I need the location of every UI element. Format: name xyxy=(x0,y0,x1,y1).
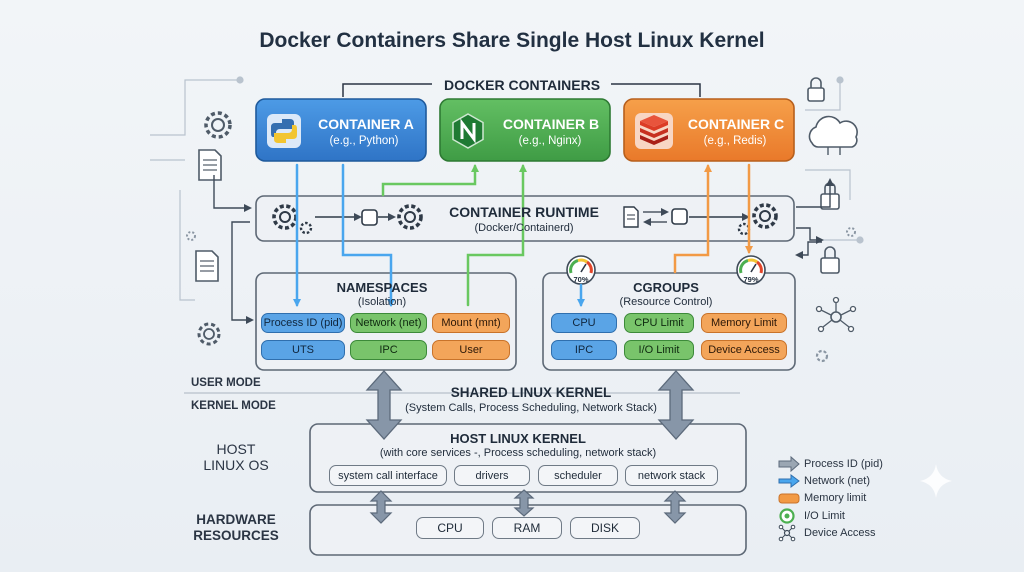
gear-icon xyxy=(299,221,313,235)
right-connector-lines xyxy=(795,178,834,259)
left-connector-lines xyxy=(213,175,254,324)
cgroups-title: CGROUPS xyxy=(633,280,699,295)
cgroup-memory-limit: Memory Limit xyxy=(701,313,787,333)
namespace-mnt: Mount (mnt) xyxy=(432,313,510,333)
green-circle-icon xyxy=(779,508,795,524)
host-os-label-line1: HOST xyxy=(216,441,256,457)
hardware-label-line1: HARDWARE xyxy=(196,512,276,527)
container-b-example: (e.g., Nginx) xyxy=(518,135,582,147)
hardware-label-line2: RESOURCES xyxy=(193,528,279,543)
legend-item-io: I/O Limit xyxy=(804,510,845,522)
hardware-disk: DISK xyxy=(570,517,640,539)
namespaces-subtitle: (Isolation) xyxy=(357,296,407,308)
flow-line-orange xyxy=(673,164,712,274)
namespace-net: Network (net) xyxy=(350,313,427,333)
lock-icon xyxy=(807,77,825,102)
page-title: Docker Containers Share Single Host Linu… xyxy=(259,29,765,52)
kernel-drivers: drivers xyxy=(454,465,530,486)
gear-icon xyxy=(186,231,196,241)
namespace-uts: UTS xyxy=(261,340,345,360)
user-mode-label: USER MODE xyxy=(191,377,261,389)
cgroups-subtitle: (Resource Control) xyxy=(619,296,713,308)
flow-line-green xyxy=(466,164,527,307)
container-b-box xyxy=(439,98,611,162)
gear-icon xyxy=(204,111,232,139)
docker-containers-label: DOCKER CONTAINERS xyxy=(443,77,601,93)
gear-icon xyxy=(752,203,778,229)
container-block-icon xyxy=(361,209,378,226)
hardware-cpu: CPU xyxy=(416,517,484,539)
namespace-pid: Process ID (pid) xyxy=(261,313,345,333)
namespace-ipc: IPC xyxy=(350,340,427,360)
gray-arrow-icon xyxy=(778,455,800,473)
double-arrow-icon xyxy=(657,370,695,440)
flow-line-blue xyxy=(341,163,395,307)
document-icon xyxy=(198,149,222,181)
kernel-network-stack: network stack xyxy=(625,465,718,486)
double-arrow-icon xyxy=(369,490,393,524)
container-block-icon xyxy=(671,208,688,225)
container-b-name: CONTAINER B xyxy=(502,116,600,132)
container-c-example: (e.g., Redis) xyxy=(703,135,767,147)
legend-item-net: Network (net) xyxy=(804,475,871,487)
namespaces-title: NAMESPACES xyxy=(336,280,428,295)
kernel-syscall-interface: system call interface xyxy=(329,465,447,486)
gear-icon xyxy=(815,349,829,363)
lock-icon xyxy=(820,246,840,274)
kernel-scheduler: scheduler xyxy=(538,465,618,486)
runtime-panel xyxy=(255,195,795,242)
orange-bar-icon xyxy=(778,493,800,504)
cloud-icon xyxy=(808,115,858,155)
cgroup-io-limit: I/O Limit xyxy=(624,340,694,360)
network-nodes-icon xyxy=(815,296,857,333)
hardware-ram: RAM xyxy=(492,517,562,539)
runtime-title: CONTAINER RUNTIME xyxy=(449,204,599,220)
shared-kernel-title: SHARED LINUX KERNEL xyxy=(450,385,612,400)
sparkle-icon xyxy=(920,464,952,498)
legend-item-device: Device Access xyxy=(804,527,876,539)
document-icon xyxy=(623,206,639,228)
redis-logo-icon xyxy=(635,113,673,149)
network-nodes-icon xyxy=(778,524,796,542)
document-icon xyxy=(195,250,219,282)
cgroup-ipc: IPC xyxy=(551,340,617,360)
cgroup-cpu: CPU xyxy=(551,313,617,333)
cpu-gauge-icon xyxy=(566,255,596,285)
python-logo-icon xyxy=(267,114,301,148)
host-kernel-subtitle: (with core services -, Process schedulin… xyxy=(379,447,657,459)
container-a-example: (e.g., Python) xyxy=(329,135,399,147)
background-circuit-lines xyxy=(150,76,864,301)
docker-containers-bracket xyxy=(342,83,701,97)
container-a-name: CONTAINER A xyxy=(318,116,414,132)
double-arrow-icon xyxy=(365,370,403,440)
shared-kernel-subtitle: (System Calls, Process Scheduling, Netwo… xyxy=(405,402,657,414)
host-kernel-title: HOST LINUX KERNEL xyxy=(450,431,586,446)
memory-gauge-icon xyxy=(736,255,766,285)
memory-gauge-value: 79% xyxy=(743,275,759,284)
gear-icon xyxy=(397,204,423,230)
host-os-label-line2: LINUX OS xyxy=(203,457,269,473)
gear-icon xyxy=(846,227,856,237)
cgroup-device-access: Device Access xyxy=(701,340,787,360)
double-arrow-icon xyxy=(513,489,535,517)
namespace-user: User xyxy=(432,340,510,360)
kernel-mode-label: KERNEL MODE xyxy=(191,400,276,412)
gear-icon xyxy=(197,322,221,346)
cpu-gauge-value: 70% xyxy=(573,275,589,284)
cgroup-cpu-limit: CPU Limit xyxy=(624,313,694,333)
runtime-subtitle: (Docker/Containerd) xyxy=(474,222,574,234)
flow-line-green xyxy=(381,164,479,197)
blue-arrow-icon xyxy=(778,474,800,488)
container-c-name: CONTAINER C xyxy=(687,116,785,132)
legend-item-pid: Process ID (pid) xyxy=(804,458,883,470)
legend-item-memory: Memory limit xyxy=(804,492,867,504)
nginx-logo-icon xyxy=(452,113,484,149)
double-arrow-icon xyxy=(663,490,687,524)
